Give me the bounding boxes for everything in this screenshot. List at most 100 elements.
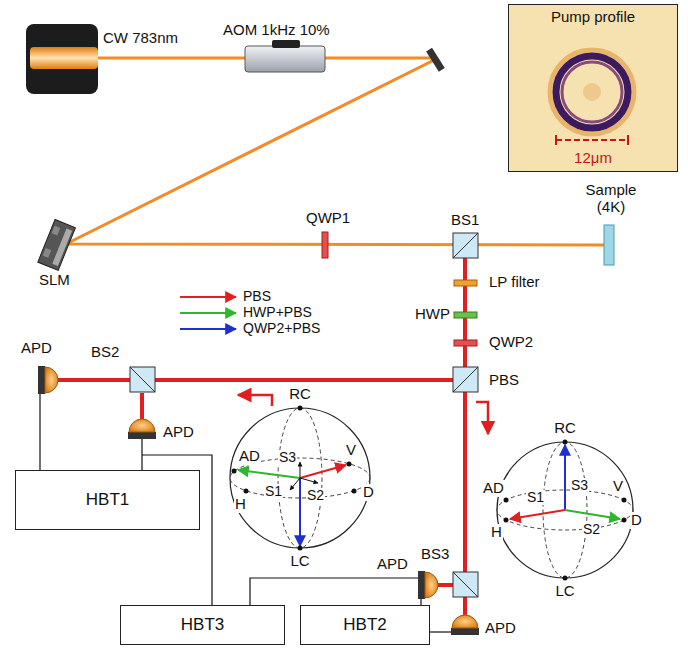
detector-label: APD: [20, 340, 53, 357]
drawing-part: [58, 378, 453, 382]
axis-label: S2: [582, 522, 601, 537]
beamsplitter-label: BS2: [90, 344, 120, 361]
drawing-part: [180, 312, 236, 314]
state-label: LC: [554, 583, 575, 600]
drawing-part: [563, 576, 568, 581]
drawing-part: [45, 367, 58, 393]
state-label: LC: [289, 553, 310, 570]
drawing-part: [180, 296, 236, 298]
drawing-part: [290, 478, 300, 490]
drawing-part: [453, 572, 478, 597]
slm-label: SLM: [38, 272, 71, 289]
correlator-box: HBT2: [300, 605, 430, 645]
drawing-part: [38, 366, 45, 394]
drawing-part: [300, 465, 346, 478]
bloch-sphere: [230, 406, 370, 551]
drawing-part: [509, 5, 677, 171]
laser-label: CW 783nm: [102, 30, 179, 47]
drawing-part: [555, 135, 557, 145]
drawing-part: [300, 478, 318, 483]
drawing-part: [238, 470, 300, 478]
drawing-part: [504, 440, 627, 581]
drawing-part: [347, 462, 352, 467]
slm: [38, 219, 76, 270]
state-label: AD: [482, 480, 505, 497]
drawing-part: [299, 478, 301, 546]
state-label: H: [234, 496, 247, 513]
drawing-part: [583, 83, 601, 101]
drawing-part: [129, 419, 155, 432]
box-title: HBT1: [86, 490, 129, 510]
aom-label: AOM 1kHz 10%: [222, 22, 331, 39]
axis-label: S3: [278, 450, 297, 465]
sample-label: Sample (4K): [578, 182, 644, 215]
drawing-part: [352, 489, 357, 494]
mirror: [426, 48, 445, 72]
drawing-part: [230, 408, 370, 548]
drawing-part: [130, 367, 155, 392]
qwp1-plate: [322, 232, 328, 258]
box-title: HBT3: [181, 615, 224, 635]
drawing-part: [562, 62, 622, 122]
qwp2-plate: [454, 340, 477, 346]
box-title: Pump profile: [551, 8, 635, 25]
signal-beams: [58, 258, 465, 615]
inset-panel: Pump profile12μm: [508, 4, 678, 172]
drawing-part: [232, 469, 237, 474]
drawing-part: [52, 226, 61, 236]
hwp-plate: [454, 312, 477, 318]
detector-label: APD: [376, 556, 409, 573]
axis-label: S3: [570, 478, 589, 493]
laser: [26, 24, 98, 94]
state-label: D: [630, 512, 643, 529]
drawing-part: [451, 628, 479, 635]
drawing-part: [504, 498, 509, 503]
drawing-part: [453, 367, 478, 392]
pbs-cube: [453, 367, 478, 392]
beamsplitter-label: BS1: [450, 212, 480, 229]
apd-detector: [128, 419, 156, 439]
waveplate-label: QWP2: [488, 334, 534, 351]
drawing-part: [453, 233, 478, 258]
axis-label: S2: [306, 488, 325, 503]
drawing-part: [39, 394, 40, 470]
drawing-part: [510, 510, 565, 519]
bs3-cube: [453, 572, 478, 597]
bs1-cube: [453, 233, 478, 258]
drawing-part: [550, 50, 634, 134]
drawing-part: [278, 408, 322, 548]
detector-label: APD: [162, 424, 195, 441]
legend-text: QWP2+PBS: [242, 321, 321, 336]
lp-filter-plate: [454, 280, 477, 286]
drawing-part: [298, 546, 303, 551]
sample: [604, 225, 614, 265]
state-label: V: [612, 478, 624, 495]
axis-label: S1: [526, 490, 545, 505]
drawing-part: [438, 583, 453, 587]
drawing-part: [622, 518, 627, 523]
drawing-part: [564, 445, 566, 510]
beamsplitter-label: BS3: [420, 546, 450, 563]
drawing-part: [130, 367, 155, 392]
drawing-part: [232, 406, 357, 551]
pump-profile-image: [509, 5, 677, 171]
bs2-cube: [130, 367, 155, 392]
apd-detector: [451, 615, 479, 635]
box-title: HBT2: [343, 615, 386, 635]
bloch-sphere: [497, 440, 633, 581]
beamsplitter-label: PBS: [488, 372, 520, 389]
drawing-part: [180, 328, 236, 330]
apd-detector: [38, 366, 58, 394]
legend-text: PBS: [242, 289, 272, 304]
drawing-part: [38, 219, 76, 270]
drawing-part: [43, 248, 52, 258]
drawing-part: [418, 571, 425, 599]
state-label: RC: [553, 420, 577, 437]
drawing-part: [298, 406, 303, 411]
waveplate-label: HWP: [414, 306, 451, 323]
drawing-part: [622, 498, 627, 503]
legend-arrows: [180, 297, 236, 329]
state-label: AD: [238, 448, 261, 465]
